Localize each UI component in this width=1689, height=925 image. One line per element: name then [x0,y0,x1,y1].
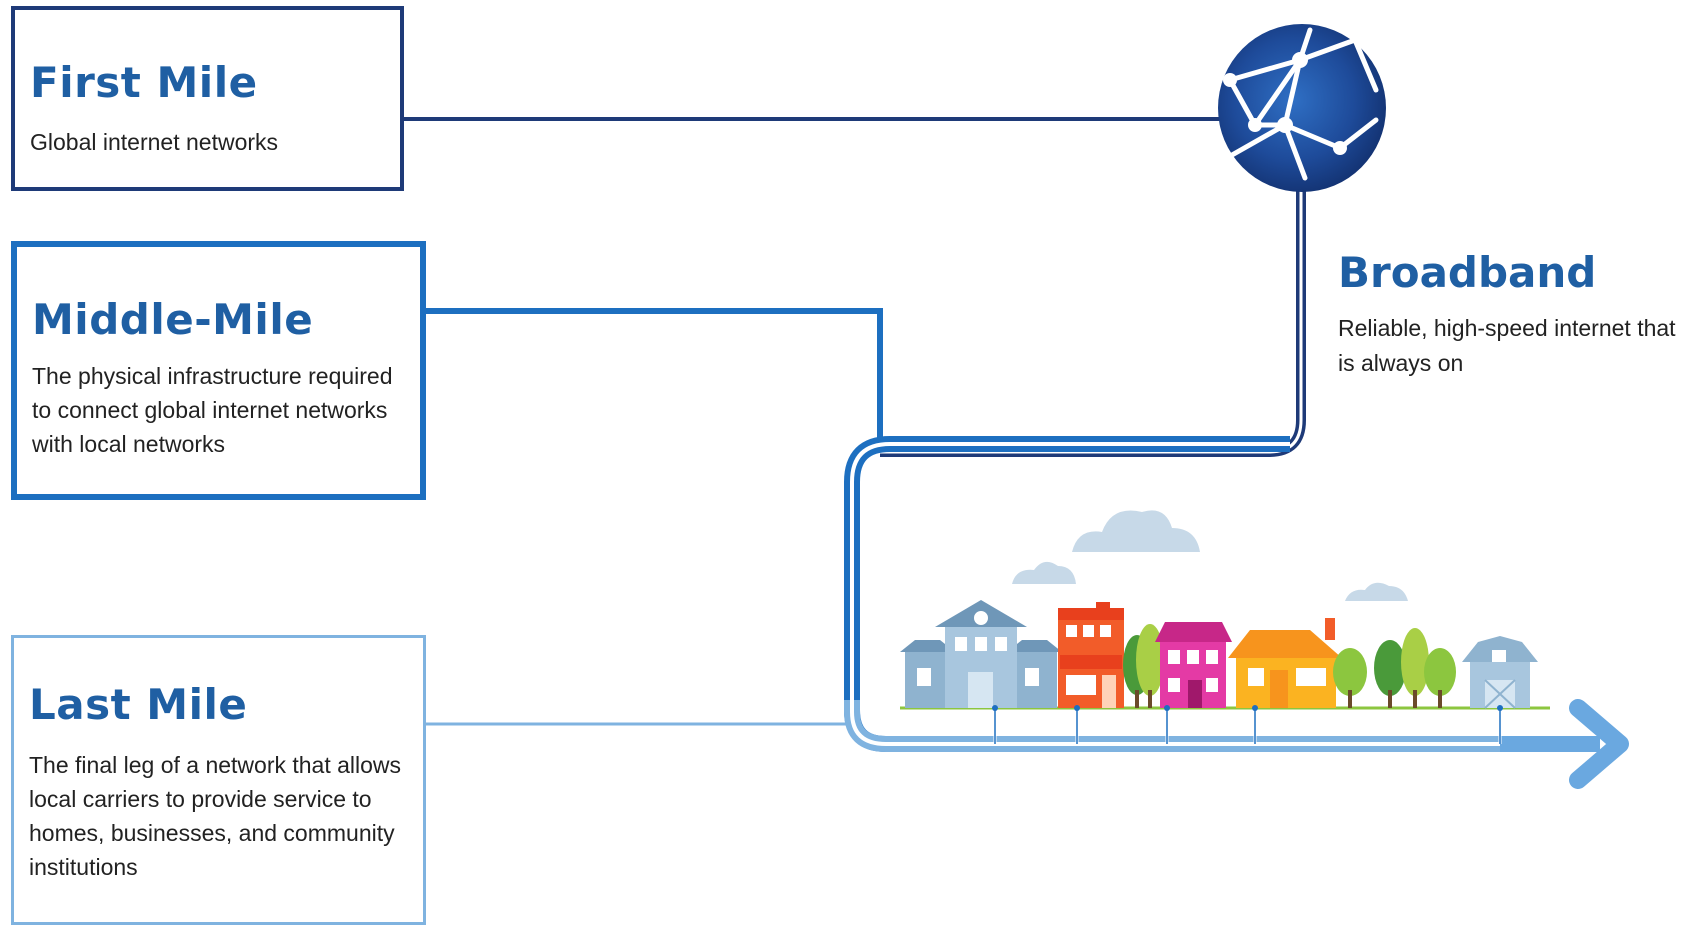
middle-mile-description: The physical infrastructure required to … [32,363,393,457]
last-mile-box: Last Mile The final leg of a network tha… [11,635,426,925]
broadband-label: Broadband Reliable, high-speed internet … [1338,248,1688,381]
town-illustration [900,600,1550,744]
first-mile-title: First Mile [30,58,258,107]
globe-icon [1218,24,1386,192]
broadband-title: Broadband [1338,248,1597,297]
last-mile-title: Last Mile [29,680,248,729]
first-mile-box: First Mile Global internet networks [11,6,404,191]
last-mile-description: The final leg of a network that allows l… [29,752,402,880]
first-mile-description: Global internet networks [30,129,279,155]
cloud-icon [1012,510,1408,601]
middle-mile-title: Middle-Mile [32,295,314,344]
middle-mile-box: Middle-Mile The physical infrastructure … [11,241,426,500]
broadband-description: Reliable, high-speed internet that is al… [1338,315,1676,376]
arrow-icon [1500,699,1629,789]
middle-mile-line [426,308,883,440]
broadband-trunk-dark [880,190,1306,457]
